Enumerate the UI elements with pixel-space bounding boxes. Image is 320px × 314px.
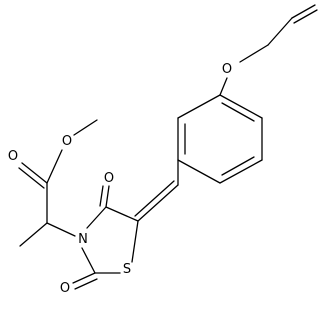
bond-ch-c5-double-a — [137, 184, 179, 222]
methyl-propanoate-group: O O — [8, 119, 98, 247]
ether-oxygen-label: O — [222, 62, 232, 77]
bond-carbonyl-o-single — [46, 149, 63, 184]
bond-allyl-c1-c2-double-b — [293, 9, 318, 24]
c4-oxygen-label: O — [104, 171, 114, 186]
bond-ring-inner-3 — [221, 102, 255, 122]
bond-ring-4 — [219, 159, 263, 184]
bond-allyl-c1-c2-double-a — [291, 4, 316, 19]
bond-s-c5 — [131, 220, 139, 263]
bond-c4-n — [86, 206, 107, 229]
benzene-ring — [177, 94, 263, 184]
bond-allyl-c3-o — [239, 44, 269, 63]
ether-oxygen: O — [219, 62, 232, 96]
bond-n-c2 — [81, 247, 96, 274]
bond-o-aryl — [219, 77, 228, 96]
allyl-group — [239, 4, 318, 63]
bond-carbonyl-o-double-a — [21, 162, 48, 184]
nitrogen-label: N — [78, 232, 88, 247]
bond-c4-o-double-a — [105, 185, 110, 208]
ester-double-oxygen-label: O — [8, 149, 18, 164]
bond-c2-o-double-a — [72, 272, 96, 284]
bond-c4-o-double-b — [99, 185, 104, 207]
bond-ring-3 — [177, 159, 221, 184]
bond-ch-c5-double-b — [134, 180, 175, 217]
bond-ring-6 — [219, 94, 263, 119]
bond-carbonyl-o-double-b — [18, 167, 45, 189]
thiazolidinedione-ring: O O N S — [60, 171, 139, 296]
c2-oxygen-label: O — [60, 281, 70, 296]
bond-ring-1 — [177, 94, 221, 119]
bond-c5-c4 — [105, 206, 139, 222]
bond-o-methyl — [73, 119, 98, 136]
bond-ch-ch3 — [19, 222, 48, 247]
sulfur-label: S — [123, 262, 131, 277]
ester-single-oxygen-label: O — [62, 134, 72, 149]
bond-ring-inner-2 — [221, 156, 255, 176]
bond-allyl-c2-c3 — [267, 17, 293, 46]
methylidene-bridge — [134, 159, 179, 222]
bond-n-ch — [46, 222, 76, 237]
bond-c2-o-double-b — [74, 278, 98, 290]
